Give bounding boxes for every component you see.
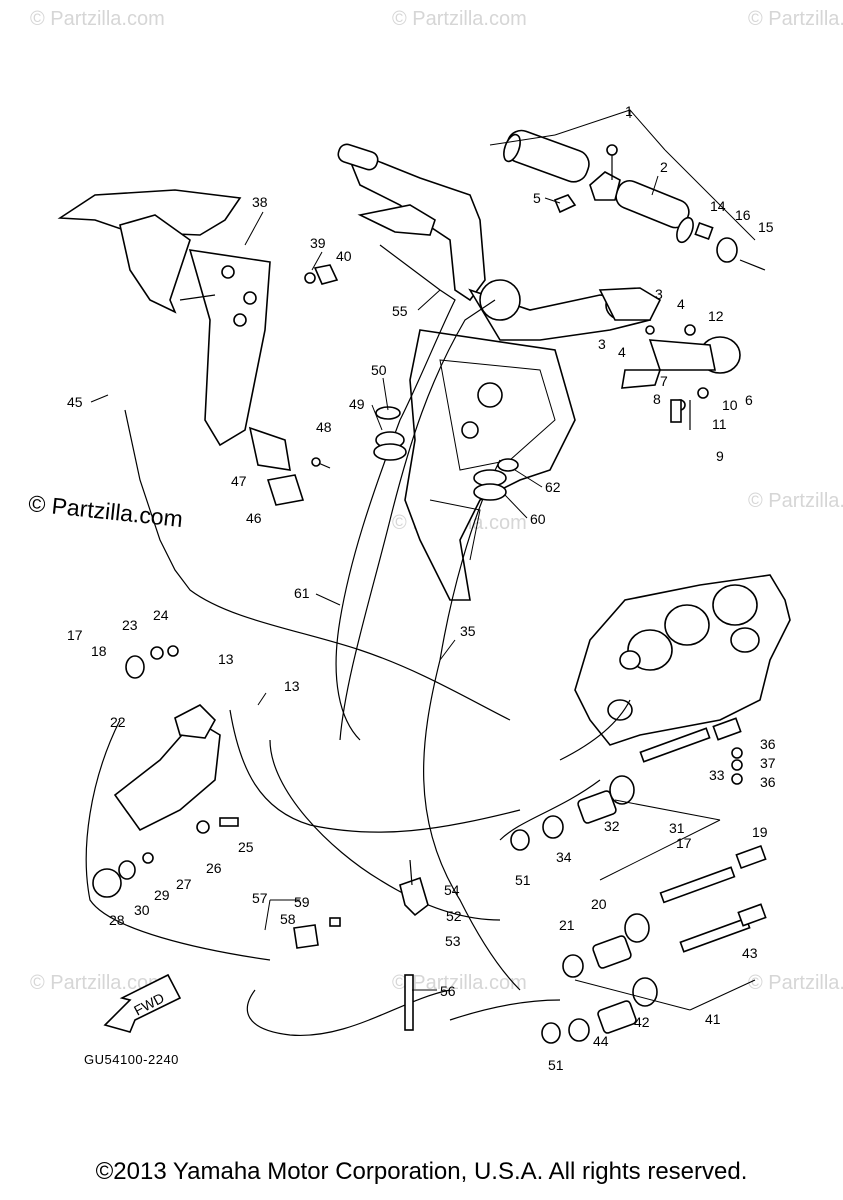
- diagram-code: GU54100-2240: [84, 1052, 179, 1067]
- callout-58: 58: [280, 911, 296, 927]
- callout-19: 19: [752, 824, 768, 840]
- callout-17: 17: [67, 627, 83, 643]
- callout-23: 23: [122, 617, 138, 633]
- callout-47: 47: [231, 473, 247, 489]
- callout-61: 61: [294, 585, 310, 601]
- callout-27: 27: [176, 876, 192, 892]
- cable-bracket-left: [92, 645, 429, 1031]
- callout-55: 55: [392, 303, 408, 319]
- watermark-mid-right: © Partzilla.com: [748, 490, 843, 512]
- callout-20: 20: [591, 896, 607, 912]
- callout-18: 18: [91, 643, 107, 659]
- callout-50: 50: [371, 362, 387, 378]
- callout-9: 9: [716, 448, 724, 464]
- callout-60: 60: [530, 511, 546, 527]
- watermark-bottom-center: © Partzilla.com: [392, 972, 527, 994]
- group-brackets: [264, 109, 756, 1011]
- carburetor-assembly: [574, 574, 791, 746]
- callout-56: 56: [440, 983, 456, 999]
- callout-41: 41: [705, 1011, 721, 1027]
- callout-10: 10: [722, 397, 738, 413]
- callout-54: 54: [444, 882, 460, 898]
- handlebar: [337, 143, 652, 341]
- callout-8: 8: [653, 391, 661, 407]
- callout-29: 29: [154, 887, 170, 903]
- callout-1: 1: [625, 103, 633, 119]
- copyright-footer: ©2013 Yamaha Motor Corporation, U.S.A. A…: [95, 1158, 748, 1185]
- callout-11: 11: [712, 416, 727, 432]
- callout-38: 38: [252, 194, 268, 210]
- callout-36: 36: [760, 736, 776, 752]
- callout-53: 53: [445, 933, 461, 949]
- watermark-bottom-right: © Partzilla.com: [748, 972, 843, 994]
- callout-44: 44: [593, 1033, 609, 1049]
- watermark-top-center: © Partzilla.com: [392, 8, 527, 30]
- throttle-housing: [598, 287, 741, 430]
- callout-24: 24: [153, 607, 169, 623]
- callout-48: 48: [316, 419, 332, 435]
- throttle-lever-bracket: [57, 189, 339, 506]
- callout-13: 13: [218, 651, 234, 667]
- cables: [85, 244, 631, 1037]
- callout-17b: 17: [676, 835, 692, 851]
- fwd-arrow: FWD: [103, 973, 182, 1033]
- callout-36b: 36: [760, 774, 776, 790]
- callout-12: 12: [708, 308, 724, 324]
- callout-16: 16: [735, 207, 751, 223]
- callout-30: 30: [134, 902, 150, 918]
- watermark-top-right: © Partzilla.com: [748, 8, 843, 30]
- callout-6: 6: [745, 392, 753, 408]
- callout-26: 26: [206, 860, 222, 876]
- callout-62: 62: [545, 479, 561, 495]
- callout-57: 57: [252, 890, 268, 906]
- callout-5: 5: [533, 190, 541, 206]
- cable-boots: [373, 406, 519, 501]
- callout-40: 40: [336, 248, 352, 264]
- callout-51b: 51: [548, 1057, 564, 1073]
- callout-25: 25: [238, 839, 254, 855]
- leader-lines: [90, 110, 659, 991]
- callout-labels: 1 2 3 3 4 4 5 6 7 8 9 10 11 12 13 13 14 …: [67, 103, 776, 1073]
- callout-21: 21: [559, 917, 575, 933]
- callout-15: 15: [758, 219, 774, 235]
- steering-column: [404, 329, 576, 601]
- callout-46: 46: [246, 510, 262, 526]
- callout-49: 49: [349, 396, 365, 412]
- callout-39: 39: [310, 235, 326, 251]
- callout-7: 7: [660, 373, 668, 389]
- callout-33: 33: [709, 767, 725, 783]
- callout-51: 51: [515, 872, 531, 888]
- callout-42: 42: [634, 1014, 650, 1030]
- callout-34: 34: [556, 849, 572, 865]
- callout-37: 37: [760, 755, 776, 771]
- callout-13b: 13: [284, 678, 300, 694]
- callout-2: 2: [660, 159, 668, 175]
- callout-3b: 3: [598, 336, 606, 352]
- callout-3: 3: [655, 286, 663, 302]
- callout-28: 28: [109, 912, 125, 928]
- callout-45: 45: [67, 394, 83, 410]
- callout-31: 31: [669, 820, 685, 836]
- callout-4b: 4: [618, 344, 626, 360]
- callout-14: 14: [710, 198, 726, 214]
- callout-52: 52: [446, 908, 462, 924]
- callout-43: 43: [742, 945, 758, 961]
- callout-32: 32: [604, 818, 620, 834]
- cable-ends-right: [510, 717, 767, 1044]
- watermark-top-left: © Partzilla.com: [30, 8, 165, 30]
- watermark-bottom-left: © Partzilla.com: [30, 972, 165, 994]
- callout-35: 35: [460, 623, 476, 639]
- callout-22: 22: [110, 714, 126, 730]
- callout-59: 59: [294, 894, 310, 910]
- callout-4: 4: [677, 296, 685, 312]
